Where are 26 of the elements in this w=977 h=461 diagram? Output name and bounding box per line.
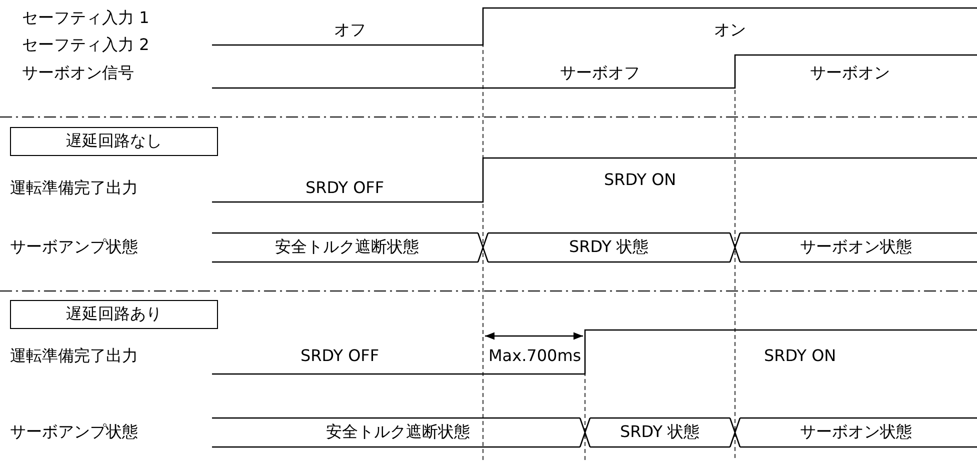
state-label: SRDY ON — [604, 170, 676, 190]
signal-name: セーフティ入力 1 — [22, 8, 150, 28]
section-heading-box — [10, 300, 218, 329]
signal-name: 運転準備完了出力 — [10, 346, 138, 366]
state-label: SRDY 状態 — [569, 237, 649, 257]
state-label: オン — [714, 20, 746, 40]
state-label: サーボオン状態 — [800, 422, 912, 442]
state-label: サーボオン状態 — [800, 237, 912, 257]
state-label: サーボオフ — [560, 63, 640, 83]
signal-name: サーボオン信号 — [22, 63, 134, 83]
section-heading: 遅延回路あり — [66, 304, 162, 323]
signal-name: サーボアンプ状態 — [10, 422, 138, 442]
state-label: SRDY OFF — [300, 346, 380, 366]
section-heading-box — [10, 127, 218, 156]
section-heading: 遅延回路なし — [66, 131, 162, 150]
signal-name: セーフティ入力 2 — [22, 35, 150, 55]
state-label: 安全トルク遮断状態 — [326, 422, 470, 442]
signal-name: サーボアンプ状態 — [10, 237, 138, 257]
state-label: SRDY OFF — [306, 178, 384, 198]
state-label: オフ — [334, 20, 366, 40]
state-label: SRDY ON — [764, 346, 836, 366]
state-label: 安全トルク遮断状態 — [275, 237, 419, 257]
signal-name: 運転準備完了出力 — [10, 178, 138, 198]
dimension-value: Max.700ms — [488, 346, 582, 366]
state-label: サーボオン — [810, 63, 890, 83]
state-label: SRDY 状態 — [620, 422, 700, 442]
